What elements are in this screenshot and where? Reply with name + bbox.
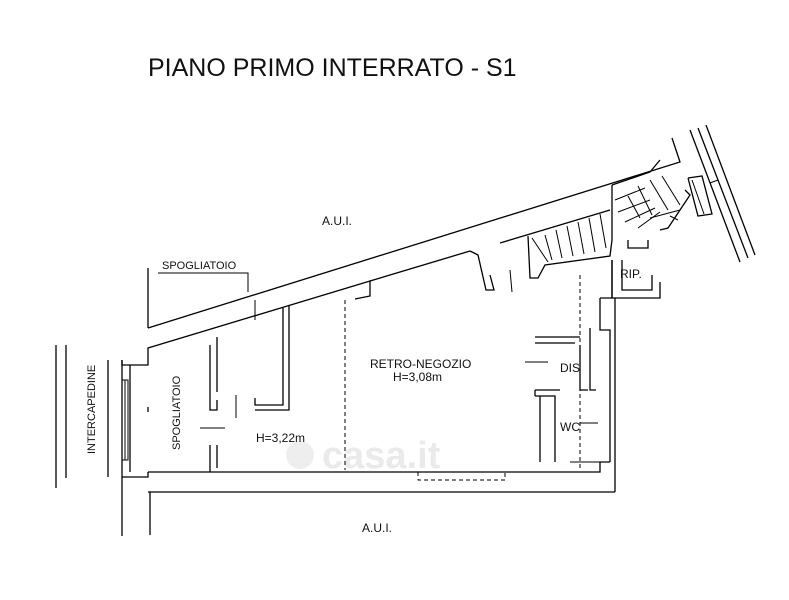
label-spogliatoio-side: SPOGLIATOIO: [171, 375, 183, 450]
label-dis: DIS: [560, 361, 580, 375]
label-aui-top: A.U.I.: [322, 214, 352, 228]
spogliatoio-walls: SPOGLIATOIO SPOGLIATOIO H=3,22m: [147, 260, 305, 472]
intercapedine-zone: INTERCAPEDINE: [55, 345, 129, 488]
right-exterior: [659, 124, 756, 263]
label-intercapedine: INTERCAPEDINE: [86, 365, 98, 454]
label-wc: WC: [560, 420, 580, 434]
label-spogliatoio-height: H=3,22m: [256, 431, 305, 445]
label-aui-bottom: A.U.I.: [362, 521, 392, 535]
watermark-text: casa.it: [322, 435, 441, 477]
dashed-dividers: [344, 275, 581, 481]
plan-title: PIANO PRIMO INTERRATO - S1: [148, 54, 517, 82]
label-spogliatoio-top: SPOGLIATOIO: [162, 260, 237, 272]
label-retro-negozio: RETRO-NEGOZIO: [370, 357, 471, 371]
rip-room: RIP.: [611, 240, 661, 299]
retro-negozio-room: RETRO-NEGOZIO H=3,08m: [370, 250, 513, 384]
label-rip: RIP.: [620, 267, 642, 281]
watermark: casa.it: [286, 435, 441, 477]
label-retro-height: H=3,08m: [393, 370, 442, 384]
dis-wc-area: DIS WC: [525, 328, 600, 463]
staircase: [527, 159, 681, 279]
